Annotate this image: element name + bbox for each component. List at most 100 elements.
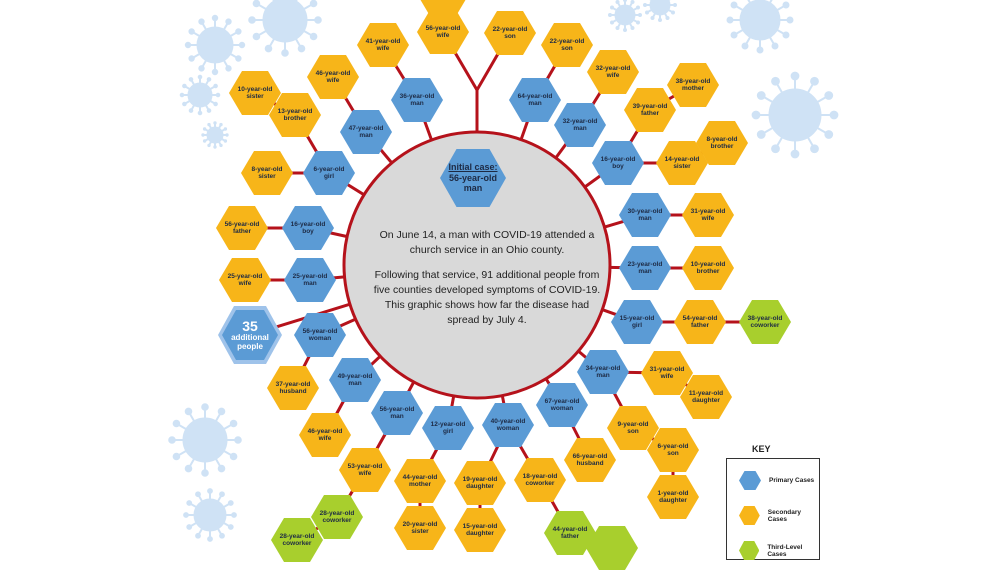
case-label: 37-year-old husband — [275, 380, 311, 395]
secondary-case-node: 9-year-old son — [607, 406, 659, 450]
case-label: 28-year-old coworker — [279, 532, 315, 547]
virus-icon — [168, 403, 242, 477]
legend-key: Primary Cases Secondary Cases Third-Leve… — [726, 458, 820, 560]
case-label: 8-year-old brother — [706, 135, 738, 150]
third-case-node: 38-year-old coworker — [739, 300, 791, 344]
secondary-case-node: 31-year-old wife — [682, 193, 734, 237]
case-label: 8-year-old sister — [251, 165, 283, 180]
case-label: 39-year-old father — [632, 102, 668, 117]
key-title: KEY — [752, 444, 771, 454]
primary-case-node: 32-year-old man — [554, 103, 606, 147]
virus-icon — [751, 71, 839, 159]
secondary-case-node: 11-year-old daughter — [680, 375, 732, 419]
case-label: 6-year-old son — [657, 442, 689, 457]
case-label: 46-year-old wife — [307, 427, 343, 442]
key-label: Third-Level Cases — [767, 543, 803, 558]
initial-case-age: 56-year-old — [448, 172, 498, 183]
case-label: 56-year-old wife — [425, 24, 461, 39]
center-description: On June 14, a man with COVID-19 attended… — [372, 228, 602, 338]
case-label: 38-year-old coworker — [747, 314, 783, 329]
secondary-case-node: 39-year-old father — [624, 88, 676, 132]
primary-case-node: 16-year-old boy — [592, 141, 644, 185]
virus-icon — [726, 0, 794, 54]
case-label: 34-year-old man — [585, 364, 621, 379]
secondary-case-node: 66-year-old husband — [564, 438, 616, 482]
additional-line-2: people — [237, 341, 263, 351]
case-label: 9-year-old son — [617, 420, 649, 435]
case-label: 31-year-old wife — [649, 365, 685, 380]
case-label: 32-year-old man — [562, 117, 598, 132]
case-label: 18-year-old coworker — [522, 472, 558, 487]
case-label: 1-year-old daughter — [657, 489, 689, 504]
case-label: 20-year-old sister — [402, 520, 438, 535]
case-label: 13-year-old brother — [277, 107, 313, 122]
case-label: 56-year-old woman — [302, 327, 338, 342]
center-circle — [342, 130, 612, 400]
secondary-hex-icon — [739, 506, 760, 525]
key-item-third: Third-Level Cases — [739, 541, 819, 560]
description-para-2: Following that service, 91 additional pe… — [373, 269, 601, 326]
virus-icon — [608, 0, 642, 32]
virus-icon — [201, 121, 229, 149]
case-label: 66-year-old husband — [572, 452, 608, 467]
case-label: 15-year-old daughter — [462, 522, 498, 537]
secondary-case-node: 38-year-old mother — [667, 63, 719, 107]
initial-case-person: man — [463, 183, 483, 194]
secondary-case-node: 6-year-old son — [647, 428, 699, 472]
virus-icon — [183, 488, 237, 542]
case-label: 53-year-old wife — [347, 462, 383, 477]
case-label: 36-year-old man — [399, 92, 435, 107]
primary-case-node: 30-year-old man — [619, 193, 671, 237]
third-case-node: 44-year-old father — [544, 511, 596, 555]
primary-hex-icon — [739, 471, 761, 490]
case-label: 28-year-old coworker — [319, 509, 355, 524]
case-label: 15-year-old girl — [619, 314, 655, 329]
case-label: 23-year-old man — [627, 260, 663, 275]
secondary-case-node: 31-year-old wife — [641, 351, 693, 395]
secondary-case-node: 10-year-old brother — [682, 246, 734, 290]
initial-case-label: Initial case: — [448, 162, 498, 173]
additional-line-1: additional — [231, 332, 269, 342]
secondary-case-node: 1-year-old daughter — [647, 475, 699, 519]
case-label: 44-year-old mother — [402, 473, 438, 488]
case-label: 30-year-old man — [627, 207, 663, 222]
key-label: Primary Cases — [769, 477, 815, 484]
virus-icon — [179, 74, 221, 116]
case-label: 49-year-old man — [337, 372, 373, 387]
case-label: 22-year-old son — [492, 25, 528, 40]
case-label: 56-year-old father — [224, 220, 260, 235]
secondary-case-node: 8-year-old brother — [696, 121, 748, 165]
case-label: 40-year-old woman — [490, 417, 526, 432]
primary-case-node: 67-year-old woman — [536, 383, 588, 427]
secondary-case-node: 22-year-old son — [541, 23, 593, 67]
case-label: 16-year-old boy — [600, 155, 636, 170]
initial-case-node: Initial case: 56-year-old man — [440, 149, 506, 207]
case-label: 16-year-old boy — [290, 220, 326, 235]
case-label: 31-year-old wife — [690, 207, 726, 222]
case-label: 6-year-old girl — [313, 165, 345, 180]
case-label: 64-year-old man — [517, 92, 553, 107]
case-label: 32-year-old wife — [595, 64, 631, 79]
case-label: 11-year-old daughter — [688, 389, 724, 404]
virus-icon — [184, 14, 246, 76]
case-label: 54-year-old father — [682, 314, 718, 329]
case-label: 22-year-old son — [549, 37, 585, 52]
connection-lines — [242, 31, 765, 542]
case-label: 10-year-old brother — [690, 260, 726, 275]
primary-case-node: 64-year-old man — [509, 78, 561, 122]
case-label: 25-year-old man — [292, 272, 328, 287]
secondary-case-node: 54-year-old father — [674, 300, 726, 344]
primary-case-node: 34-year-old man — [577, 350, 629, 394]
case-label: 10-year-old sister — [237, 85, 273, 100]
secondary-case-node: 18-year-old coworker — [514, 458, 566, 502]
case-label: 25-year-old wife — [227, 272, 263, 287]
case-label: 19-year-old daughter — [462, 475, 498, 490]
case-label: 67-year-old woman — [544, 397, 580, 412]
case-label: 14-year-old sister — [664, 155, 700, 170]
virus-icon — [248, 0, 322, 57]
case-label: 12-year-old girl — [430, 420, 466, 435]
case-label: 46-year-old wife — [315, 69, 351, 84]
key-label: Secondary Cases — [767, 508, 802, 523]
case-label: 41-year-old wife — [365, 37, 401, 52]
case-label: 38-year-old mother — [675, 77, 711, 92]
